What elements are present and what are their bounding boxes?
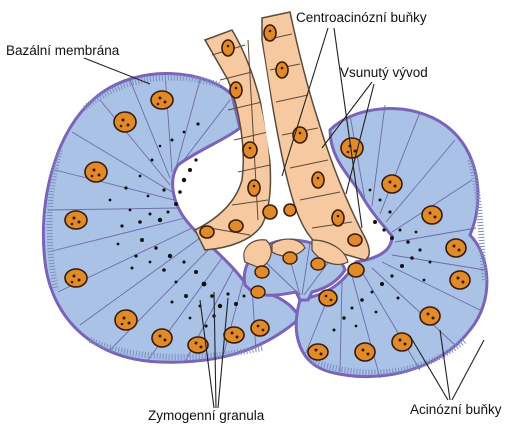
- leader-acinar-3: [452, 340, 484, 400]
- label-acinar-cells: Acinózní buňky: [410, 402, 502, 417]
- label-centroacinar-cells: Centroacinózní buňky: [296, 10, 427, 25]
- label-basal-membrane: Bazální membrána: [6, 43, 120, 58]
- label-zymogen-granules: Zymogenní granula: [148, 408, 265, 423]
- leader-basal-membrane: [84, 58, 150, 84]
- label-intercalated-duct: Vsunutý vývod: [340, 65, 428, 80]
